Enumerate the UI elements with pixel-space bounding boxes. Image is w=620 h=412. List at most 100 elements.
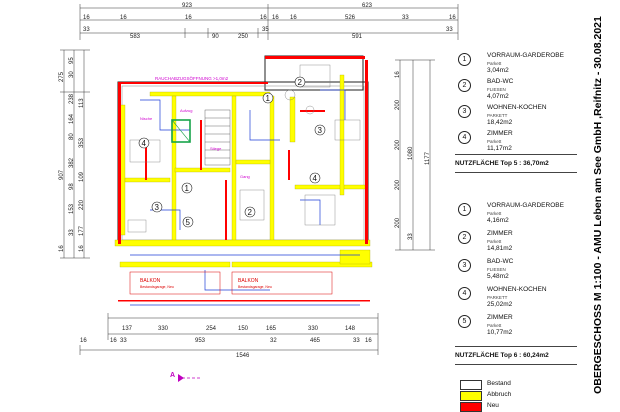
svg-text:3: 3 <box>318 126 323 135</box>
room-area: 5,48m2 <box>487 273 509 280</box>
room-area: 4,07m2 <box>487 93 509 100</box>
dim-text: 137 <box>122 326 133 332</box>
dim-text: 275 <box>59 71 65 82</box>
green-shaft <box>171 119 191 143</box>
room-number: 5 <box>458 315 471 328</box>
right-dimension-lines <box>395 59 435 251</box>
top5-room-3: 3 WOHNEN-KOCHEN PARKETT 18,42m2 <box>455 104 575 132</box>
divider <box>455 364 577 365</box>
room-name: ZIMMER <box>487 230 513 237</box>
svg-text:2: 2 <box>298 78 303 87</box>
room-floor: Parkett <box>487 211 502 216</box>
room-name: VORRAUM-GARDEROBE <box>487 52 564 59</box>
top6-room-5: 5 ZIMMER Parkett 10,77m2 <box>455 314 575 342</box>
room-area: 10,77m2 <box>487 329 513 336</box>
room-marker-top6-1: 1 <box>181 182 193 194</box>
dim-text: 16 <box>365 338 372 344</box>
dim-text: 16 <box>260 15 267 21</box>
room-area: 3,04m2 <box>487 67 509 74</box>
dim-text: 16 <box>272 15 279 21</box>
room-number: 1 <box>458 53 471 66</box>
top-dimension-lines <box>79 4 459 40</box>
room-marker-top5-3: 3 <box>314 124 326 136</box>
dim-text: 200 <box>395 99 401 110</box>
dim-text: 254 <box>206 326 217 332</box>
room-schedule: 1 VORRAUM-GARDEROBE Parkett 3,04m2 2 BAD… <box>455 0 577 412</box>
room-area: 11,17m2 <box>487 145 512 152</box>
room-floor: PARKETT <box>487 295 508 300</box>
dim-text: 200 <box>395 217 401 228</box>
section-marker-label: A <box>170 372 176 379</box>
top5-room-1: 1 VORRAUM-GARDEROBE Parkett 3,04m2 <box>455 52 575 80</box>
room-area: 4,16m2 <box>487 217 509 224</box>
room-markers: 1 2 3 4 1 2 3 4 5 <box>138 76 326 228</box>
dim-text: 1177 <box>425 151 431 165</box>
dim-text: 164 <box>69 113 75 124</box>
room-marker-top6-5: 5 <box>182 216 194 228</box>
room-number: 3 <box>458 259 471 272</box>
dim-text: 33 <box>408 233 414 240</box>
room-number: 4 <box>458 287 471 300</box>
dim-text: 16 <box>80 338 87 344</box>
top5-room-2: 2 BAD-WC FLIESEN 4,07m2 <box>455 78 575 106</box>
dim-text: 238 <box>69 93 75 104</box>
balcony-1-title: BALKON <box>140 278 161 284</box>
dim-text: 165 <box>266 326 277 332</box>
dim-text: 953 <box>195 338 206 344</box>
dim-text: 16 <box>120 15 127 21</box>
dim-text: 250 <box>238 34 249 40</box>
dim-top-623: 623 <box>362 3 373 9</box>
dim-text: 95 <box>69 57 75 64</box>
svg-text:3: 3 <box>155 203 160 212</box>
room-floor: FLIESEN <box>487 87 506 92</box>
dim-text: 177 <box>79 225 85 236</box>
key-label: Abbruch <box>487 391 512 398</box>
bottom-dimension-text: 137 330 254 150 165 330 148 16 33 953 32… <box>80 326 372 359</box>
swatch-neu <box>460 402 482 412</box>
room-marker-top5-4: 4 <box>138 137 150 149</box>
room-name: BAD-WC <box>487 258 514 265</box>
divider <box>455 172 577 173</box>
furniture <box>127 64 361 233</box>
room-floor: PARKETT <box>487 113 508 118</box>
svg-text:1: 1 <box>185 184 190 193</box>
divider <box>455 346 577 347</box>
room-number: 3 <box>458 105 471 118</box>
dim-text: 148 <box>345 326 356 332</box>
building-outline <box>117 55 369 245</box>
electrical-lines <box>130 89 360 306</box>
dim-text: 109 <box>79 171 85 182</box>
dim-text: 16 <box>110 338 117 344</box>
dim-text: 33 <box>353 338 360 344</box>
top5-summary: NUTZFLÄCHE Top 5 : 36,70m2 <box>455 160 549 167</box>
dim-text: 33 <box>402 15 409 21</box>
demolition-walls <box>114 74 373 268</box>
balcony-1-sub: Bestandsgarage, Neu <box>140 285 174 289</box>
dim-text: 98 <box>69 183 75 190</box>
swatch-bestand <box>460 380 482 390</box>
room-floor: Parkett <box>487 61 502 66</box>
balcony-1: BALKON Bestandsgarage, Neu <box>129 271 221 295</box>
new-walls <box>118 56 370 302</box>
dim-text: 382 <box>69 157 75 168</box>
key-label: Bestand <box>487 380 511 387</box>
top6-summary: NUTZFLÄCHE Top 6 : 60,24m2 <box>455 352 549 359</box>
section-marker <box>178 374 200 382</box>
dim-text: 16 <box>79 245 85 252</box>
room-floor: Parkett <box>487 239 502 244</box>
key-label: Neu <box>487 402 499 409</box>
dim-bottom-total: 1546 <box>236 353 250 359</box>
room-name: ZIMMER <box>487 130 513 137</box>
dim-text: 330 <box>158 326 169 332</box>
svg-text:1: 1 <box>266 94 271 103</box>
dim-text: 30 <box>69 71 75 78</box>
dim-text: 150 <box>238 326 249 332</box>
room-number: 1 <box>458 203 471 216</box>
room-name: WOHNEN-KOCHEN <box>487 286 547 293</box>
top6-room-3: 3 BAD-WC FLIESEN 5,48m2 <box>455 258 575 286</box>
dim-text: 1080 <box>408 146 414 160</box>
label-stiege: Stiege <box>210 146 222 151</box>
room-floor: Parkett <box>487 139 502 144</box>
room-area: 14,81m2 <box>487 245 513 252</box>
